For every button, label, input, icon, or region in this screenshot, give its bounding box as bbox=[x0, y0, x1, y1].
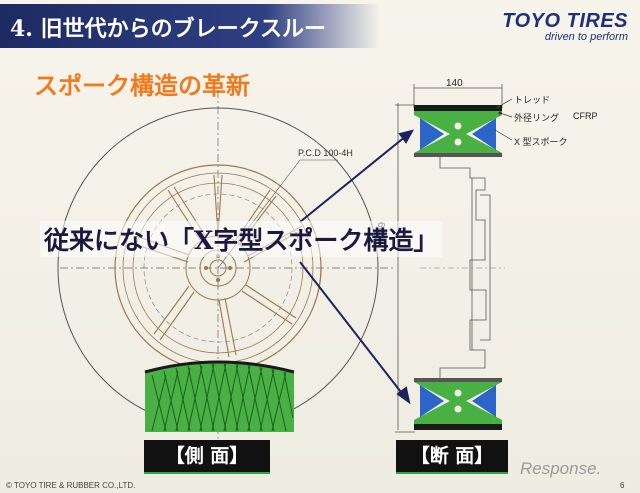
section-view bbox=[395, 84, 513, 433]
toyo-tires-logo: TOYO TIRES driven to perform bbox=[502, 10, 628, 43]
badge-section-view: 【断 面】 bbox=[396, 440, 508, 474]
label-outer-ring: 外径リング bbox=[514, 113, 560, 123]
width-dimension: 140 bbox=[446, 78, 463, 89]
badge-side-view: 【側 面】 bbox=[144, 440, 270, 474]
response-watermark: Response. bbox=[520, 459, 602, 478]
logo-wordmark: TOYO TIRES bbox=[502, 10, 628, 32]
callout-arrows bbox=[299, 129, 414, 405]
label-tread: トレッド bbox=[514, 95, 551, 105]
label-x-spoke: X 型スポーク bbox=[514, 137, 568, 147]
title-band bbox=[0, 4, 380, 48]
callout-x-spoke-structure: 従来にない「X字型スポーク構造」 bbox=[40, 221, 443, 257]
logo-tagline: driven to perform bbox=[544, 31, 628, 43]
title-bar: 4. 旧世代からのブレークスルー TOYO TIRES driven to pe… bbox=[0, 4, 640, 48]
slide-subtitle: スポーク構造の革新 bbox=[34, 71, 250, 100]
slide-title: 4. 旧世代からのブレークスルー bbox=[10, 16, 326, 42]
page-number: 6 bbox=[620, 481, 625, 490]
pcd-label: P.C.D 100-4H bbox=[298, 148, 353, 158]
label-cfrp: CFRP bbox=[573, 111, 598, 121]
footer-copyright: © TOYO TIRE & RUBBER CO.,LTD. bbox=[6, 481, 136, 490]
side-view-tire-band bbox=[144, 360, 295, 432]
